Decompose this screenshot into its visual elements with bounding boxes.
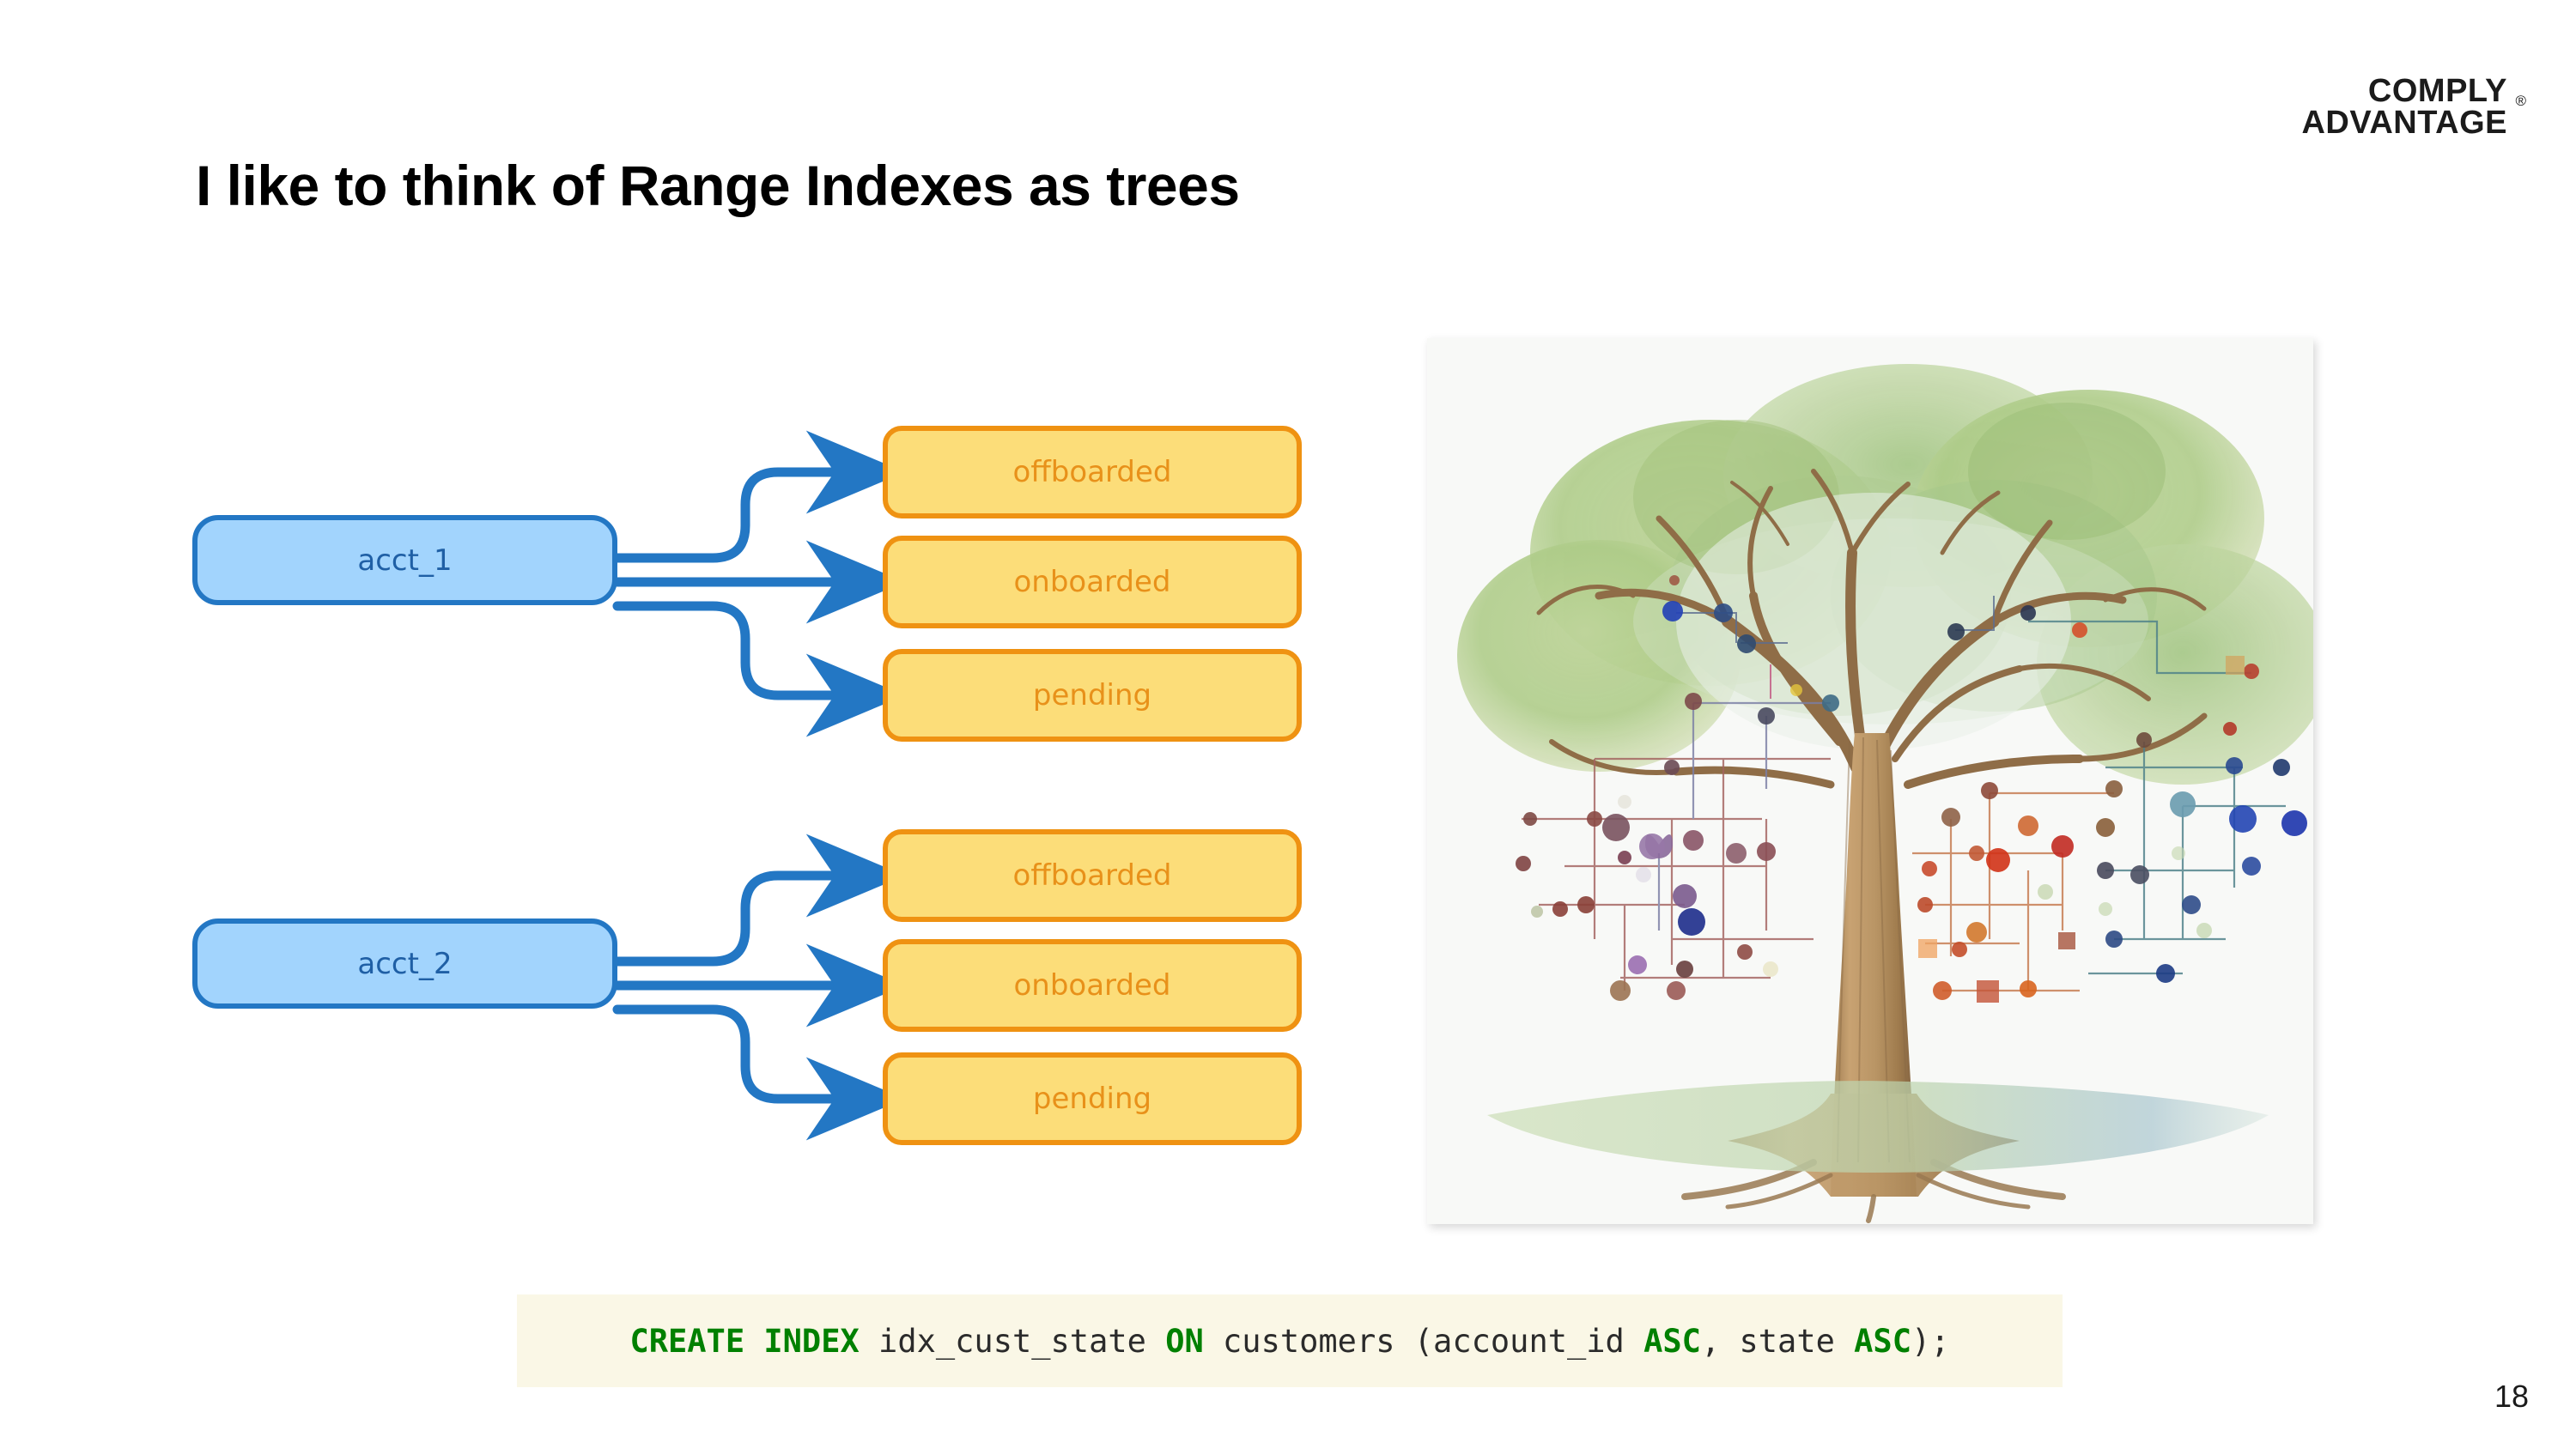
arrow-acct2-pending <box>612 1004 906 1141</box>
state-node-acct2-pending[interactable]: pending <box>883 1052 1302 1145</box>
sql-token-1: idx_cust_state <box>859 1322 1166 1360</box>
state-node-acct2-offboarded[interactable]: offboarded <box>883 829 1302 922</box>
sql-token-4: ASC <box>1643 1322 1701 1360</box>
sql-code-block: CREATE INDEX idx_cust_state ON customers… <box>517 1294 2063 1387</box>
sql-token-3: customers (account_id <box>1203 1322 1644 1360</box>
arrow-group-acct-1 <box>612 430 906 737</box>
sql-token-6: ASC <box>1854 1322 1911 1360</box>
index-tree-diagram: acct_1 offboarded onboarded pending acct… <box>0 0 1408 1219</box>
state-node-acct2-onboarded[interactable]: onboarded <box>883 939 1302 1032</box>
registered-trademark-icon: ® <box>2515 93 2526 109</box>
tree-illustration <box>1427 338 2313 1224</box>
state-node-acct1-onboarded[interactable]: onboarded <box>883 536 1302 628</box>
arrow-acct2-offboarded <box>612 834 906 967</box>
state-node-acct1-offboarded[interactable]: offboarded <box>883 426 1302 518</box>
arrow-group-acct-2 <box>612 834 906 1141</box>
company-logo: COMPLY ADVANTAGE ® <box>2301 73 2526 142</box>
state-node-acct1-pending[interactable]: pending <box>883 649 1302 742</box>
logo-line-2: ADVANTAGE <box>2301 105 2507 142</box>
page-number: 18 <box>2494 1379 2529 1414</box>
sql-token-0: CREATE INDEX <box>629 1322 860 1360</box>
sql-token-2: ON <box>1165 1322 1204 1360</box>
logo-line-1: COMPLY <box>2367 73 2507 109</box>
account-node-acct-2[interactable]: acct_2 <box>192 919 617 1009</box>
arrow-acct1-pending <box>612 601 906 737</box>
sql-token-5: , state <box>1700 1322 1855 1360</box>
arrow-acct1-offboarded <box>612 430 906 563</box>
account-node-acct-1[interactable]: acct_1 <box>192 515 617 605</box>
tree-illustration-graphic <box>1427 338 2313 1224</box>
sql-code-text: CREATE INDEX idx_cust_state ON customers… <box>629 1323 1949 1360</box>
diagram-connectors <box>612 430 906 1141</box>
page-title: I like to think of Range Indexes as tree… <box>196 154 1240 217</box>
sql-token-7: ); <box>1911 1322 1950 1360</box>
